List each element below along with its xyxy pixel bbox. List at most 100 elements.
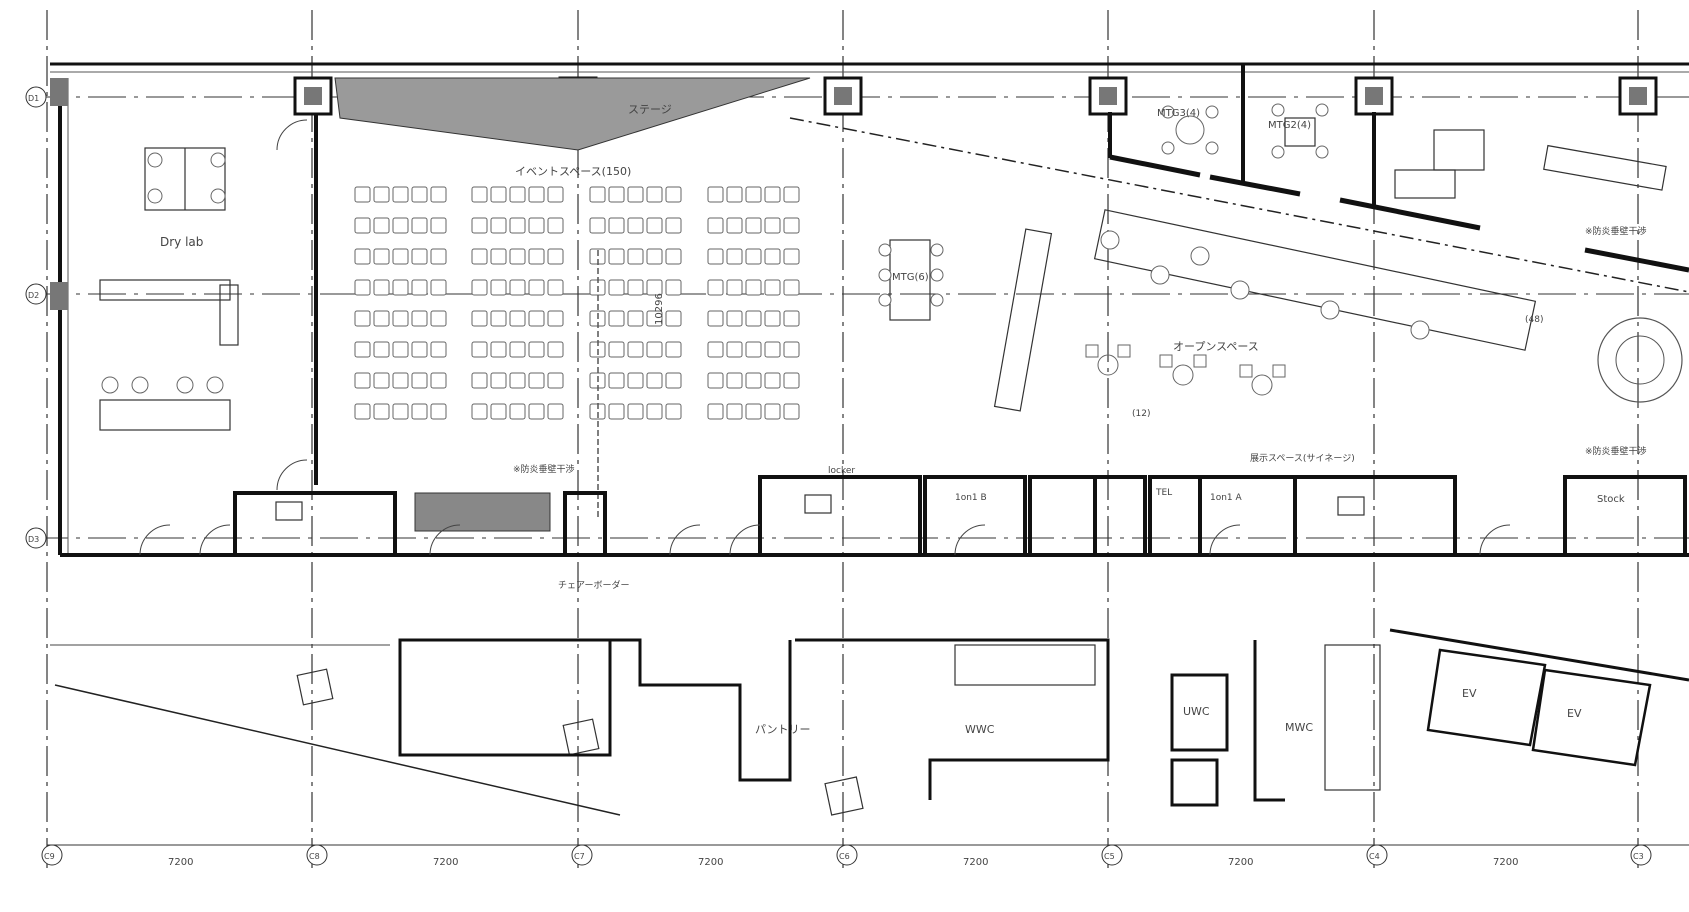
event-chair (745, 186, 762, 203)
event-chair (528, 248, 545, 265)
fire-wall-note-1: ※防炎垂壁干渉 (1585, 225, 1647, 237)
event-chair (665, 248, 682, 265)
event-chair (373, 403, 390, 420)
event-chair (411, 217, 428, 234)
row-bubble-3: D3 (28, 535, 39, 544)
event-chair (726, 341, 743, 358)
pantry-label: パントリー (755, 723, 811, 736)
dry-lab-label: Dry lab (160, 235, 203, 249)
event-chair (528, 310, 545, 327)
event-chair (509, 186, 526, 203)
event-chair (608, 310, 625, 327)
event-chair (783, 186, 800, 203)
event-chair (490, 217, 507, 234)
event-chair (373, 279, 390, 296)
event-chair (665, 217, 682, 234)
event-chair (646, 310, 663, 327)
dim-6: 7200 (1493, 857, 1518, 868)
event-chair (745, 248, 762, 265)
event-chair (707, 279, 724, 296)
event-chair (373, 372, 390, 389)
event-chair (745, 341, 762, 358)
event-chair (392, 372, 409, 389)
event-chair (354, 310, 371, 327)
event-chair (726, 248, 743, 265)
event-chair (528, 341, 545, 358)
event-chair (354, 403, 371, 420)
dimension-vertical: 10296 (654, 293, 665, 325)
event-chair (646, 248, 663, 265)
event-chair (608, 372, 625, 389)
diagonal-boundary (789, 64, 1689, 293)
event-chair (354, 372, 371, 389)
event-chair (430, 279, 447, 296)
event-chair (471, 186, 488, 203)
event-chair (430, 310, 447, 327)
event-chair (354, 279, 371, 296)
event-chair (764, 279, 781, 296)
event-chair (726, 372, 743, 389)
event-chair (528, 403, 545, 420)
event-chair (665, 279, 682, 296)
event-chair (646, 279, 663, 296)
event-chair (411, 372, 428, 389)
event-chair (373, 186, 390, 203)
event-chair (547, 341, 564, 358)
event-chair (608, 217, 625, 234)
event-chair (528, 279, 545, 296)
ev2-label: EV (1567, 707, 1582, 720)
event-chair (608, 279, 625, 296)
capacity-48: (48) (1525, 315, 1543, 325)
event-chair (392, 403, 409, 420)
event-chair (392, 217, 409, 234)
grid-bubbles: D1 D2 D3 C9 C8 C7 C6 C5 C4 C3 (25, 86, 1652, 866)
event-chair (411, 248, 428, 265)
mtg3-label: MTG3(4) (1157, 108, 1200, 119)
tel-label: TEL (1155, 488, 1172, 498)
room-a-label: 1on1 A (1210, 493, 1243, 503)
event-chair (509, 217, 526, 234)
event-chair (589, 217, 606, 234)
ev1-label: EV (1462, 687, 1477, 700)
event-chair (726, 217, 743, 234)
exterior-wall (50, 62, 1689, 557)
event-chair (547, 186, 564, 203)
event-chair (392, 310, 409, 327)
dry-lab-room: Dry lab (99, 114, 318, 485)
event-chair (547, 403, 564, 420)
event-chair (627, 279, 644, 296)
mtg2-label: MTG2(4) (1268, 120, 1311, 131)
event-chair (411, 341, 428, 358)
event-chair (665, 310, 682, 327)
event-chair (745, 217, 762, 234)
event-chair (528, 186, 545, 203)
chair-board-label: チェアーボーダー (558, 579, 629, 591)
event-chair (707, 217, 724, 234)
col-bubble-4: C6 (839, 852, 850, 861)
core-area: パントリー WWC UWC MWC EV EV (50, 628, 1689, 816)
stock-label: Stock (1597, 494, 1625, 505)
event-chair (471, 310, 488, 327)
event-chair (528, 372, 545, 389)
event-chair (547, 248, 564, 265)
event-chair (783, 217, 800, 234)
event-chair (430, 186, 447, 203)
col-bubble-2: C8 (309, 852, 320, 861)
event-chair (430, 372, 447, 389)
dim-4: 7200 (963, 857, 988, 868)
row-bubble-2: D2 (28, 291, 39, 300)
event-chair (547, 217, 564, 234)
dimension-line: 7200 7200 7200 7200 7200 7200 (47, 844, 1689, 868)
event-chair (783, 248, 800, 265)
event-chair (665, 186, 682, 203)
event-chair (745, 279, 762, 296)
event-chair (354, 186, 371, 203)
row-bubble-1: D1 (28, 94, 39, 103)
event-chair (783, 341, 800, 358)
event-chair (665, 403, 682, 420)
dim-2: 7200 (433, 857, 458, 868)
col-bubble-3: C7 (574, 852, 585, 861)
mtg6-label: MTG(6) (892, 272, 929, 283)
event-chair (608, 341, 625, 358)
